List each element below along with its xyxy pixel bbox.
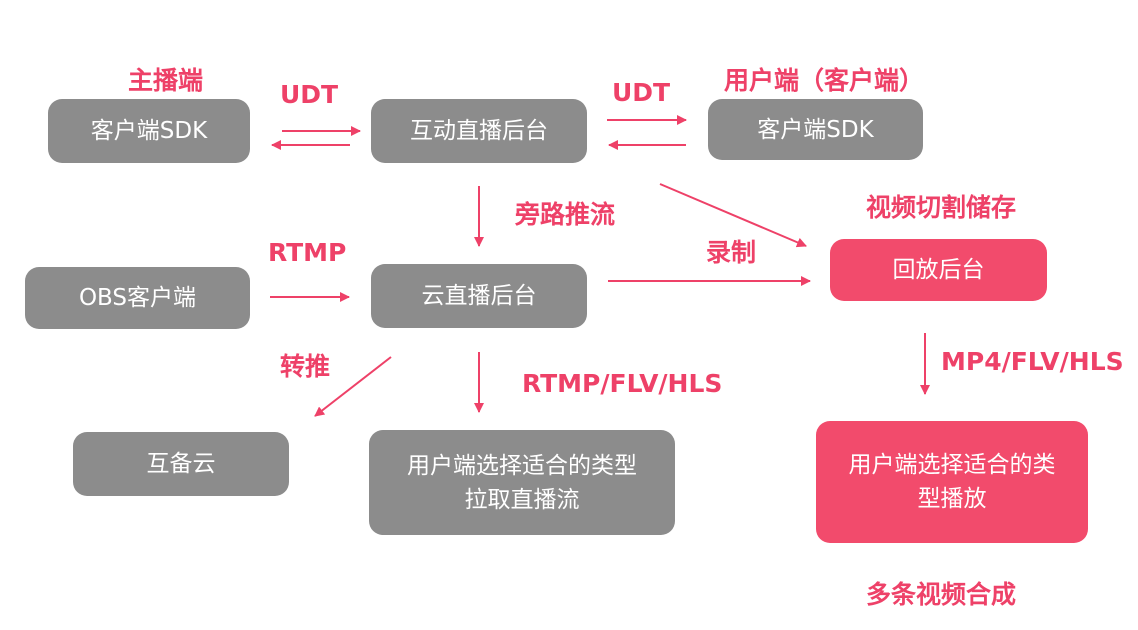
viewer-label: 用户端（客户端） xyxy=(724,66,925,95)
backup-cloud-box: 互备云 xyxy=(73,432,289,496)
video-slice-storage-label: 视频切割储存 xyxy=(866,193,1017,222)
live-formats-label: RTMP/FLV/HLS xyxy=(522,369,723,398)
udt-left-label: UDT xyxy=(280,80,339,109)
record-label: 录制 xyxy=(706,238,757,267)
forward-push-label: 转推 xyxy=(280,352,331,381)
rtmp-label: RTMP xyxy=(268,238,347,267)
live-pull-box: 用户端选择适合的类型 拉取直播流 xyxy=(369,430,675,535)
obs-client-box: OBS客户端 xyxy=(25,267,250,329)
broadcaster-label: 主播端 xyxy=(128,66,204,95)
playback-play-box: 用户端选择适合的类 型播放 xyxy=(816,421,1088,543)
playback-backend-box: 回放后台 xyxy=(830,239,1047,301)
bypass-push-label: 旁路推流 xyxy=(515,200,616,229)
cloud-live-backend-box: 云直播后台 xyxy=(371,264,587,328)
broadcaster-sdk-box: 客户端SDK xyxy=(48,99,250,163)
viewer-sdk-box: 客户端SDK xyxy=(708,99,923,160)
arrow-cloud-to-backup xyxy=(314,356,392,417)
interactive-live-backend-box: 互动直播后台 xyxy=(371,99,587,163)
arrow-interactive-to-playback xyxy=(659,183,807,248)
udt-right-label: UDT xyxy=(612,78,671,107)
multi-video-merge-label: 多条视频合成 xyxy=(866,580,1017,609)
playback-formats-label: MP4/FLV/HLS xyxy=(941,347,1124,376)
